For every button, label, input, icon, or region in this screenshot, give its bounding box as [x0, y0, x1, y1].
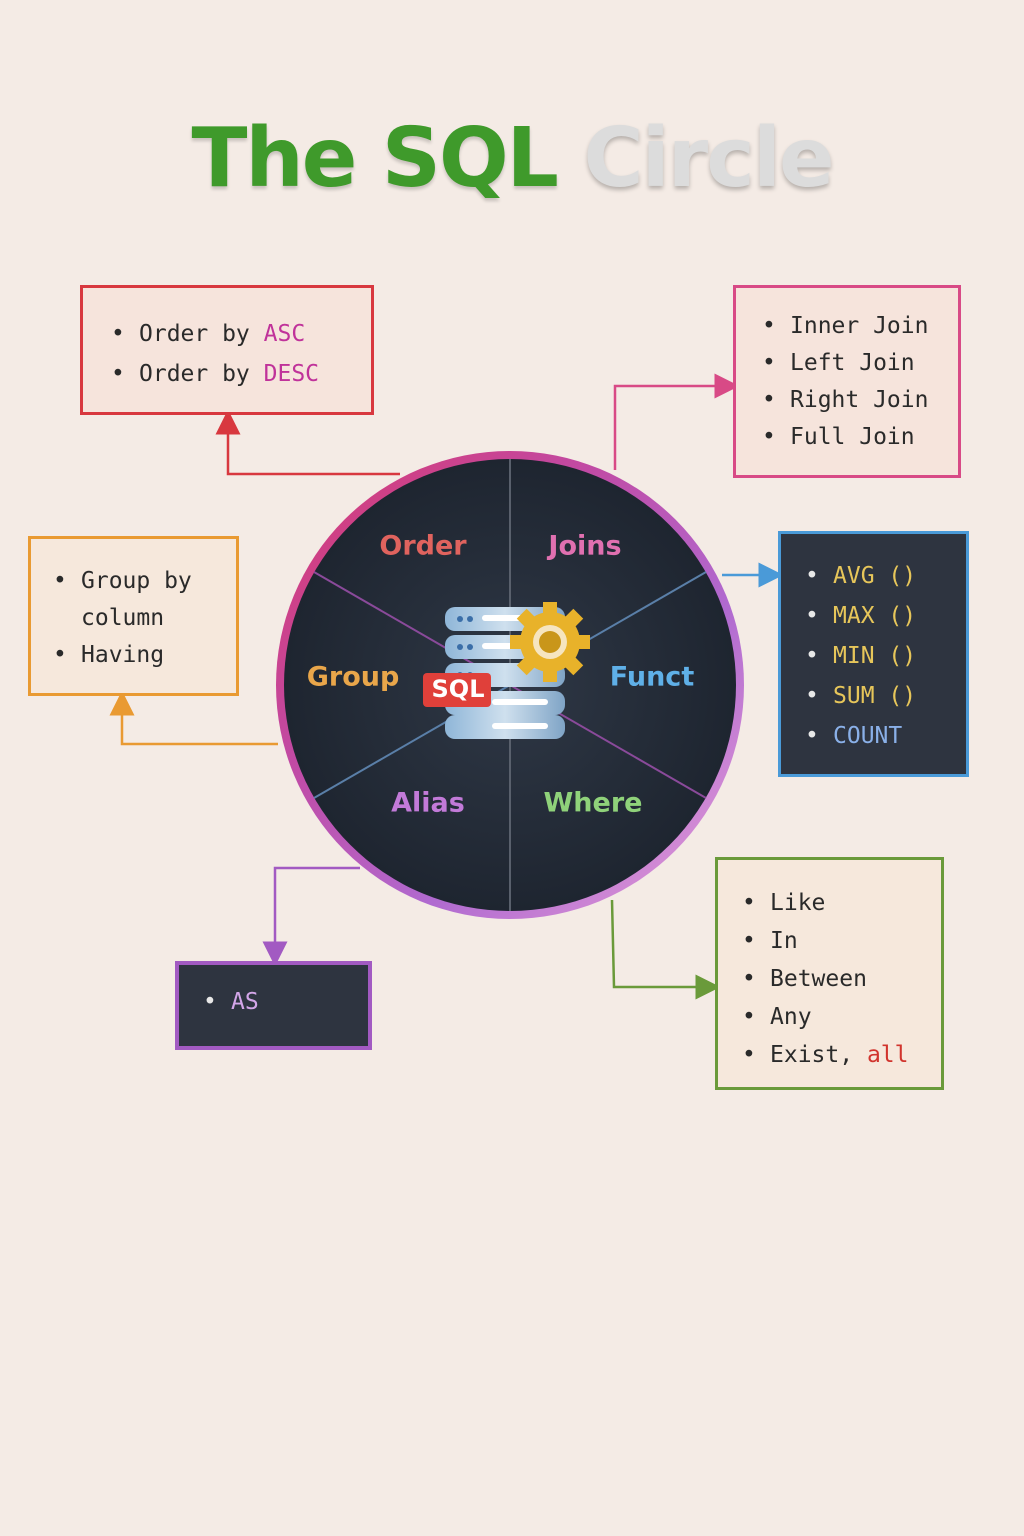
list-item: Full Join	[762, 419, 958, 456]
list-item: Order by DESC	[111, 354, 371, 394]
list-item: Having	[53, 637, 236, 674]
alias-connector	[262, 866, 360, 967]
list-item: In	[742, 922, 941, 960]
sql-badge: SQL	[431, 675, 485, 703]
list-item: Right Join	[762, 382, 958, 419]
order-connector	[215, 409, 400, 476]
joins-connector	[613, 373, 740, 470]
segment-joins: Joins	[548, 530, 622, 562]
list-item: Left Join	[762, 345, 958, 382]
order-box: Order by ASC Order by DESC	[80, 285, 374, 415]
sql-circle: SQL Order Joins Funct Where Alias Group	[270, 445, 750, 925]
segment-group: Group	[306, 661, 400, 693]
list-item: SUM ()	[805, 676, 966, 716]
list-item: AVG ()	[805, 556, 966, 596]
where-connector	[610, 899, 721, 1000]
list-item: Like	[742, 884, 941, 922]
database-gear-icon	[423, 602, 590, 739]
list-item: Group by	[53, 563, 236, 600]
segment-alias: Alias	[391, 787, 465, 819]
funct-box: AVG () MAX () MIN () SUM () COUNT	[778, 531, 969, 777]
group-box: Group by column Having	[28, 536, 239, 696]
alias-box: AS	[175, 961, 372, 1050]
group-connector	[109, 690, 278, 746]
list-item: AS	[203, 989, 368, 1015]
joins-box: Inner Join Left Join Right Join Full Joi…	[733, 285, 961, 478]
list-item: MIN ()	[805, 636, 966, 676]
list-item: MAX ()	[805, 596, 966, 636]
list-item: Inner Join	[762, 308, 958, 345]
title-part-2: Circle	[583, 111, 835, 206]
list-item: Order by ASC	[111, 314, 371, 354]
page-title: The SQL Circle	[0, 118, 1024, 200]
list-item: Any	[742, 998, 941, 1036]
list-item: COUNT	[805, 716, 966, 756]
segment-where: Where	[543, 787, 643, 819]
segment-order: Order	[379, 530, 467, 562]
list-item: column	[81, 605, 165, 631]
where-box: Like In Between Any Exist, all	[715, 857, 944, 1090]
list-item: Exist, all	[742, 1036, 941, 1074]
title-part-1: The SQL	[191, 111, 558, 206]
sql-circle-graphic	[276, 451, 744, 919]
list-item: Between	[742, 960, 941, 998]
segment-funct: Funct	[609, 661, 695, 693]
